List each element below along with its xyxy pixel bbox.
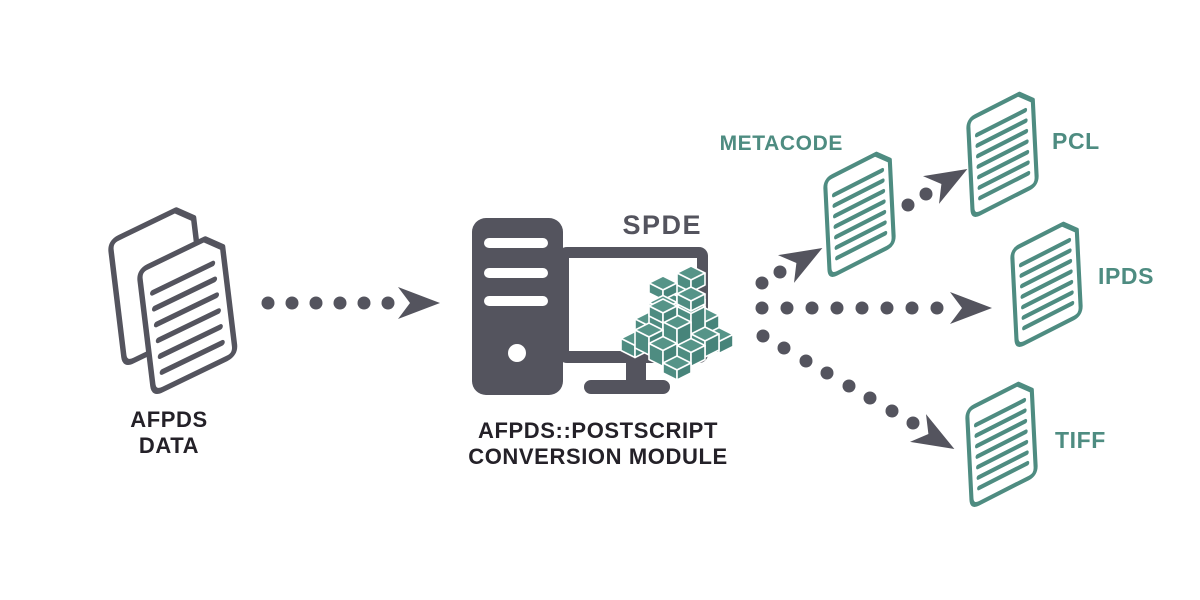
input-label: AFPDS DATA (99, 407, 239, 459)
input-label-line1: AFPDS (130, 407, 208, 432)
tiff-document-icon (967, 377, 1036, 507)
ipds-document-icon (1012, 217, 1081, 347)
input-flow-arrow-icon (261, 287, 440, 319)
afpds-documents-icon (110, 202, 236, 393)
flow-arrow-to-tiff-icon (756, 329, 963, 463)
server-tower-icon (472, 218, 563, 395)
spde-label: SPDE (622, 210, 702, 240)
module-caption-line2: CONVERSION MODULE (468, 444, 728, 469)
flow-arrow-to-metacode-icon (755, 234, 831, 290)
module-caption-line1: AFPDS::POSTSCRIPT (478, 418, 718, 443)
metacode-label: METACODE (719, 132, 843, 155)
pcl-label: PCL (1052, 128, 1100, 154)
module-caption: AFPDS::POSTSCRIPT CONVERSION MODULE (450, 418, 746, 470)
input-label-line2: DATA (138, 433, 200, 458)
flow-arrow-metacode-to-pcl-icon (901, 155, 976, 212)
tiff-label: TIFF (1055, 427, 1106, 453)
ipds-label: IPDS (1098, 263, 1155, 289)
pcl-document-icon (968, 87, 1037, 217)
conversion-server-icon (472, 218, 734, 395)
metacode-document-icon (825, 147, 894, 277)
flow-arrow-to-ipds-icon (755, 292, 992, 324)
data-blocks-icon (620, 265, 734, 381)
